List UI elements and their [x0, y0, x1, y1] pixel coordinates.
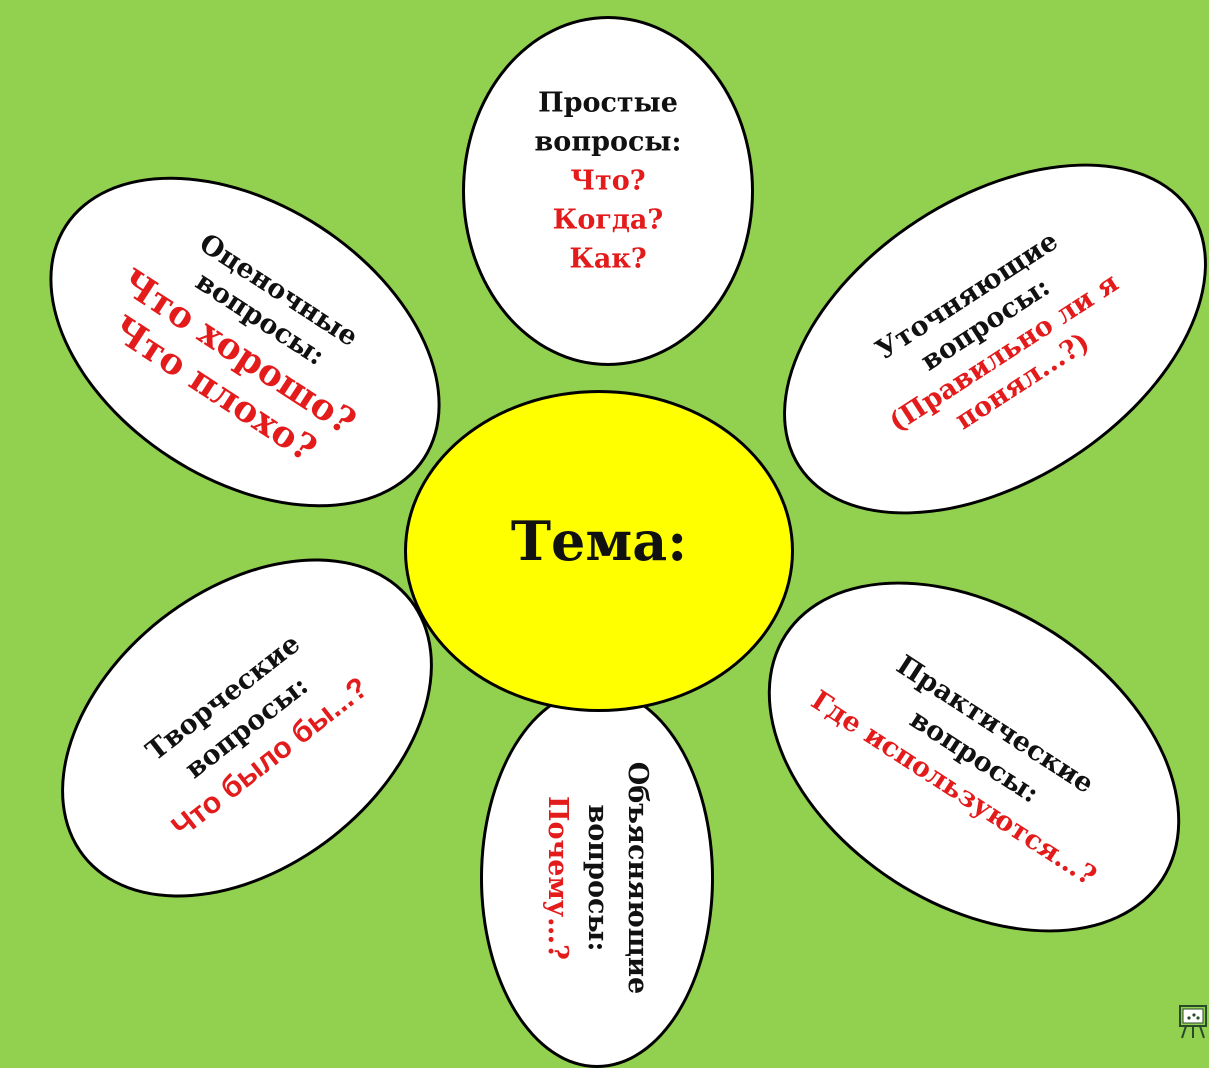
petal-explanatory-title-1: Объясняющие: [622, 761, 653, 995]
petal-evaluative-content: Оценочные вопросы: Что хорошо? Что плохо…: [89, 203, 401, 481]
petal-simple-title-2: вопросы:: [534, 126, 682, 158]
presentation-board-icon: [1174, 1002, 1209, 1042]
petal-explanatory-title-2: вопросы:: [582, 804, 613, 952]
center-title: Тема:: [510, 509, 688, 573]
petal-simple-example-1: Что?: [570, 165, 646, 197]
petal-simple-title-1: Простые: [538, 87, 678, 119]
petal-clarifying-content: Уточняющие вопросы: (Правильно ли я поня…: [846, 209, 1143, 468]
center-topic-circle: Тема:: [404, 390, 794, 712]
petal-creative-content: Творческие вопросы: Что было бы...?: [118, 610, 377, 847]
petal-simple-content: Простые вопросы: Что? Когда? Как?: [535, 84, 682, 279]
petal-simple-questions: Простые вопросы: Что? Когда? Как?: [462, 16, 754, 366]
petal-clarifying-questions: Уточняющие вопросы: (Правильно ли я поня…: [720, 91, 1209, 587]
petal-practical-content: Практические вопросы: Где используются…?: [803, 619, 1144, 896]
petal-explanatory-content: Объясняющие вопросы: Почему…?: [537, 762, 657, 994]
petal-explanatory-questions: Объясняющие вопросы: Почему…?: [480, 688, 714, 1068]
petal-simple-example-3: Как?: [569, 243, 647, 275]
petal-simple-example-2: Когда?: [552, 204, 664, 236]
petal-explanatory-example-1: Почему…?: [542, 795, 573, 961]
